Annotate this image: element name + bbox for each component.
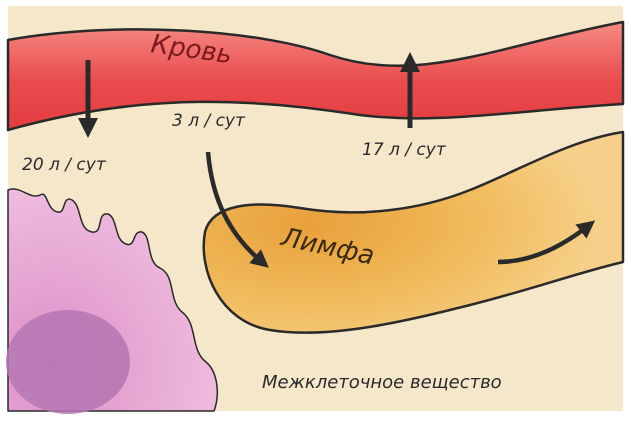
- label-flow-lymph: 3 л / сут: [172, 111, 246, 131]
- label-flow-out: 20 л / сут: [22, 155, 107, 175]
- cell-nucleus: [6, 310, 130, 414]
- label-interstitial: Межклеточное вещество: [262, 372, 502, 393]
- label-flow-back: 17 л / сут: [362, 140, 447, 160]
